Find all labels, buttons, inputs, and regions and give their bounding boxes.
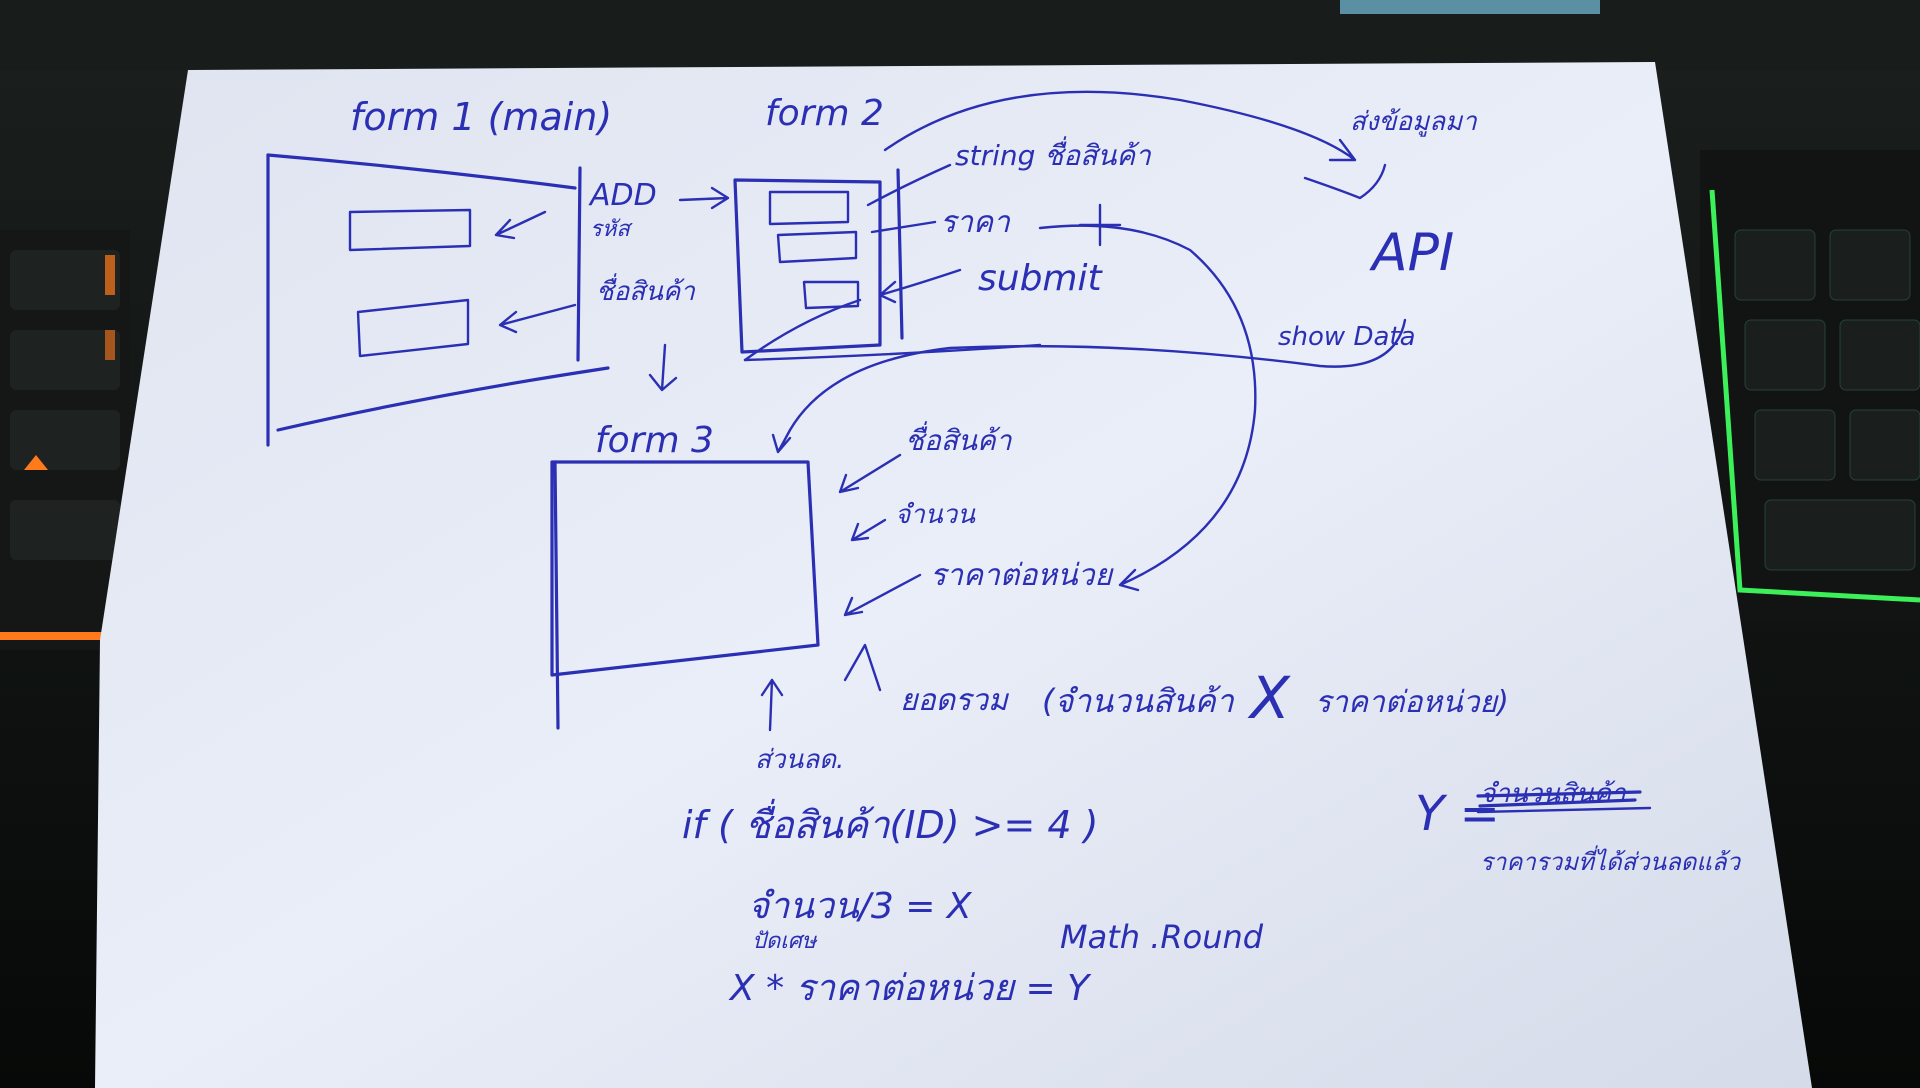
y-note: ราคารวมที่ได้ส่วนลดแล้ว bbox=[1480, 845, 1742, 876]
api-squiggle bbox=[1303, 163, 1387, 200]
top-monitor-edge bbox=[1340, 0, 1600, 14]
form3-unit-price-label: ราคาต่อหน่วย bbox=[930, 558, 1115, 593]
form3-sketch bbox=[550, 460, 820, 730]
total-formula-left: (จำนวนสินค้า bbox=[1042, 682, 1235, 720]
form2-bottom-line bbox=[743, 343, 1042, 362]
math-round: Math .Round bbox=[1060, 918, 1264, 956]
multiply-line: X * ราคาต่อหน่วย = Y bbox=[728, 968, 1092, 1009]
add-arrow bbox=[678, 186, 730, 210]
api-curve-top bbox=[883, 90, 1357, 162]
if-condition: if ( ชื่อสินค้า(ID) >= 4 ) bbox=[682, 798, 1099, 847]
show-data-label: show Data bbox=[1278, 322, 1416, 352]
total-formula-right: ราคาต่อหน่วย) bbox=[1315, 685, 1509, 720]
form3-arrows bbox=[760, 453, 922, 732]
qty-div: จำนวน/3 = X bbox=[748, 886, 973, 927]
form2-arrows bbox=[866, 163, 962, 304]
form3-product-label: ชื่อสินค้า bbox=[905, 421, 1013, 457]
api-top-note: ส่งข้อมูลมา bbox=[1350, 107, 1478, 137]
form3-title: form 3 bbox=[595, 420, 714, 461]
form2-title: form 2 bbox=[765, 93, 884, 134]
down-arrow-form3 bbox=[648, 343, 678, 392]
api-label: API bbox=[1369, 223, 1454, 283]
discount-label: ส่วนลด. bbox=[755, 745, 844, 775]
price-label: ราคา bbox=[940, 205, 1011, 240]
product-name-left: ชื่อสินค้า bbox=[596, 273, 696, 307]
string-label: string ชื่อสินค้า bbox=[955, 136, 1152, 172]
form1-title: form 1 (main) bbox=[350, 95, 612, 139]
add-label: ADD bbox=[588, 178, 657, 213]
submit-plus bbox=[1078, 203, 1122, 247]
qty-sub: ปัดเศษ bbox=[752, 929, 818, 954]
left-keyboard bbox=[0, 230, 130, 650]
y-underline bbox=[1476, 806, 1652, 814]
add-sub-label: รหัส bbox=[590, 217, 633, 242]
submit-label: submit bbox=[978, 258, 1103, 299]
form2-sketch bbox=[733, 168, 904, 362]
total-label: ยอดรวม bbox=[900, 683, 1010, 718]
total-formula-x: X bbox=[1247, 664, 1291, 732]
top-keyboard-row bbox=[0, 0, 1920, 70]
y-strike-line bbox=[1476, 790, 1642, 808]
form1-sketch bbox=[266, 153, 610, 447]
form3-qty-label: จำนวน bbox=[895, 500, 976, 530]
price-curve bbox=[1038, 224, 1257, 592]
right-keyboard bbox=[1700, 150, 1920, 620]
